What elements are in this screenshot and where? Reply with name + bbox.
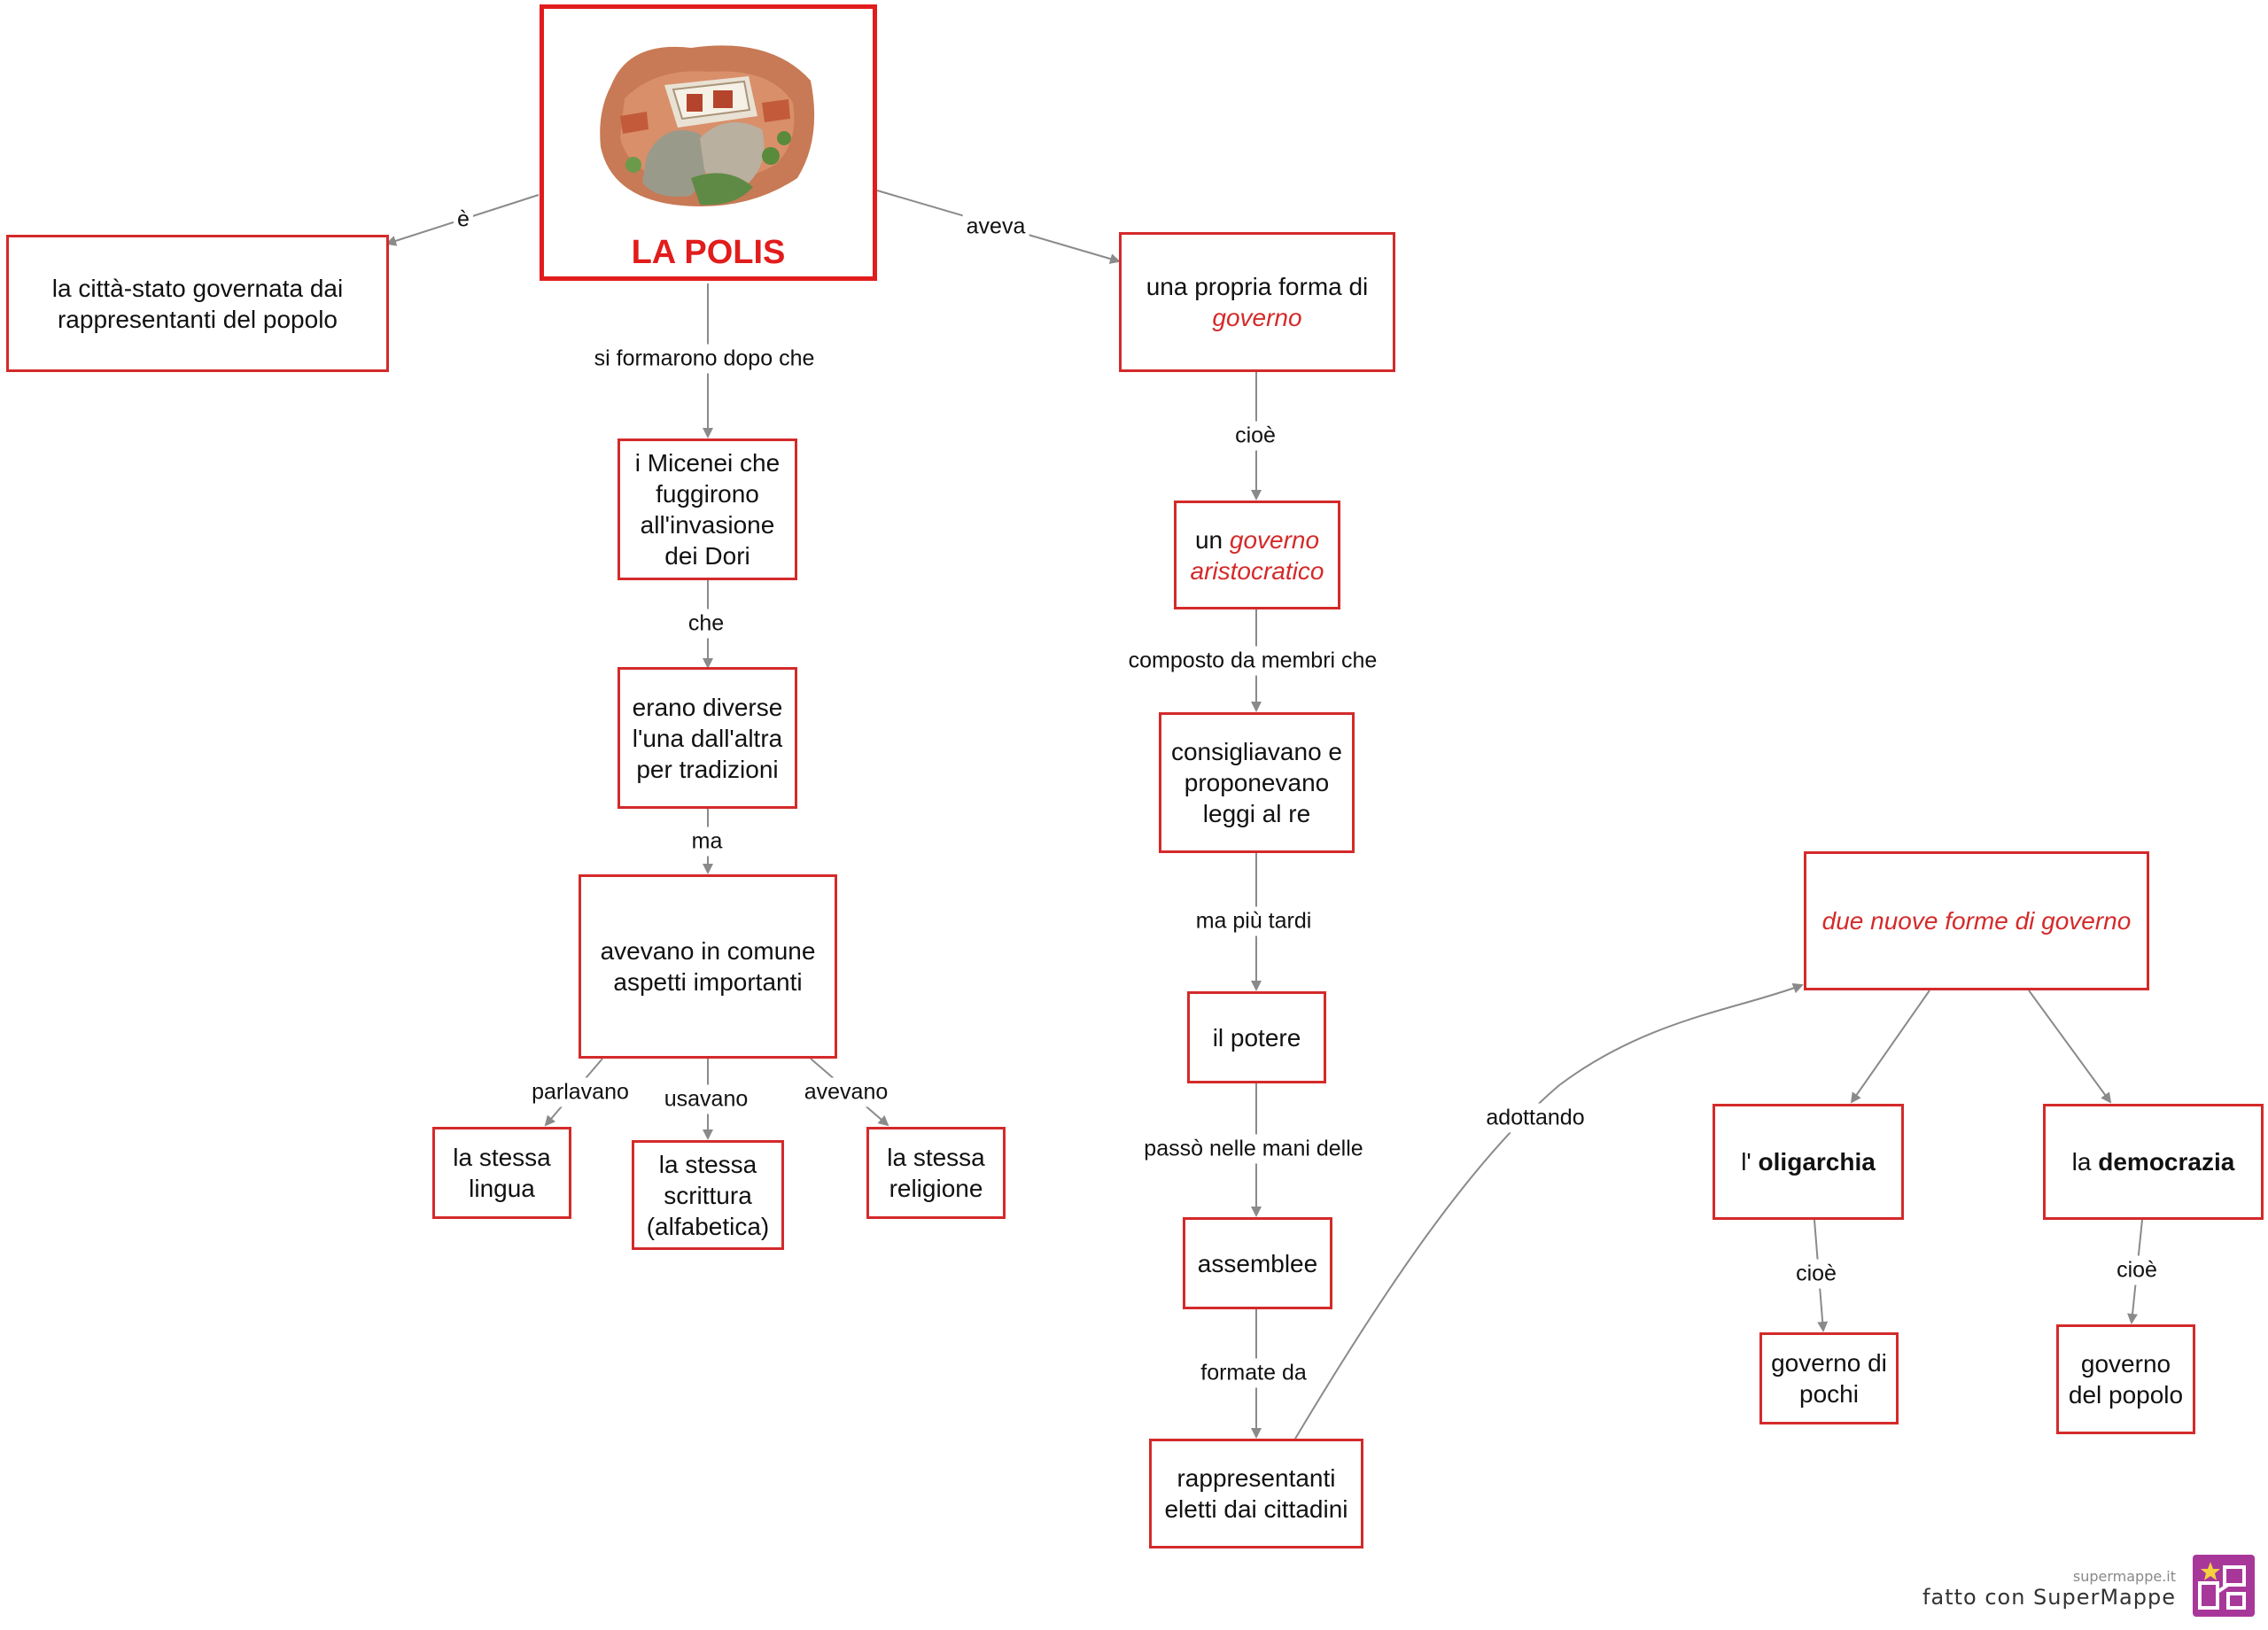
node-forma-governo[interactable]: una propria forma di governo — [1119, 232, 1395, 372]
node-pochi[interactable]: governo di pochi — [1759, 1332, 1899, 1424]
supermappe-logo-mark — [2198, 1562, 2246, 1610]
node-forma-governo-text: una propria forma di governo — [1146, 271, 1369, 333]
link-label-ma-piu-tardi: ma più tardi — [1192, 906, 1316, 936]
ancient-city-illustration — [599, 45, 814, 206]
node-oligarchia-prefix: l' — [1741, 1148, 1751, 1176]
link-label-si-formarono: si formarono dopo che — [590, 344, 819, 374]
node-oligarchia[interactable]: l' oligarchia — [1713, 1104, 1904, 1220]
node-rappresentanti[interactable]: rappresentanti eletti dai cittadini — [1149, 1439, 1363, 1548]
node-oligarchia-bold: oligarchia — [1758, 1148, 1876, 1176]
node-potere[interactable]: il potere — [1187, 991, 1326, 1083]
node-forma-governo-prefix: una propria forma di — [1146, 273, 1369, 300]
footer-made-with: fatto con SuperMappe — [1922, 1585, 2176, 1610]
link-label-parlavano: parlavano — [528, 1077, 633, 1107]
node-rappresentanti-text: rappresentanti eletti dai cittadini — [1164, 1464, 1348, 1523]
node-consigliavano-text: consigliavano e proponevano leggi al re — [1170, 738, 1343, 827]
node-potere-text: il potere — [1212, 1023, 1301, 1052]
node-lingua[interactable]: la stessa lingua — [432, 1127, 571, 1219]
node-assemblee[interactable]: assemblee — [1183, 1217, 1332, 1309]
footer-site: supermappe.it — [2072, 1568, 2176, 1585]
node-democrazia-prefix: la — [2071, 1148, 2092, 1176]
supermappe-logo-icon — [2193, 1555, 2255, 1617]
node-aristocratico-text: un governo aristocratico — [1185, 524, 1329, 586]
link-label-cioe-2: cioè — [1792, 1259, 1840, 1289]
node-aristocratico-em: governo aristocratico — [1190, 525, 1324, 585]
link-label-che: che — [684, 609, 728, 639]
node-aristocratico[interactable]: un governo aristocratico — [1174, 501, 1340, 609]
edge-due-forme-democrazia — [2028, 990, 2112, 1104]
link-label-cioe-1: cioè — [1231, 421, 1279, 451]
link-label-composto: composto da membri che — [1124, 646, 1381, 676]
edge-due-forme-oligarchia — [1850, 990, 1930, 1104]
node-comune-text: avevano in comune aspetti importanti — [600, 937, 816, 996]
link-label-cioe-3: cioè — [2113, 1255, 2161, 1285]
node-comune[interactable]: avevano in comune aspetti importanti — [579, 874, 837, 1059]
node-assemblee-text: assemblee — [1197, 1249, 1318, 1277]
node-diverse[interactable]: erano diverse l'una dall'altra per tradi… — [617, 667, 797, 809]
node-oligarchia-text: l' oligarchia — [1741, 1146, 1876, 1177]
node-citta-stato[interactable]: la città-stato governata dai rappresenta… — [6, 235, 389, 372]
node-democrazia[interactable]: la democrazia — [2043, 1104, 2264, 1220]
node-scrittura-text: la stessa scrittura (alfabetica) — [646, 1150, 770, 1240]
node-pochi-text: governo di pochi — [1771, 1349, 1887, 1408]
node-religione[interactable]: la stessa religione — [866, 1127, 1006, 1219]
link-label-avevano: avevano — [800, 1077, 892, 1107]
root-title: LA POLIS — [631, 234, 786, 271]
node-diverse-text: erano diverse l'una dall'altra per tradi… — [632, 693, 783, 783]
node-citta-stato-text: la città-stato governata dai rappresenta… — [51, 274, 344, 333]
link-label-ma: ma — [687, 827, 726, 857]
node-consigliavano[interactable]: consigliavano e proponevano leggi al re — [1159, 712, 1355, 853]
supermappe-credit: supermappe.it fatto con SuperMappe — [1922, 1568, 2176, 1610]
link-label-e: è — [454, 205, 473, 235]
node-due-forme-text: due nuove forme di governo — [1821, 907, 2132, 935]
node-due-forme[interactable]: due nuove forme di governo — [1804, 851, 2149, 990]
node-democrazia-text: la democrazia — [2072, 1146, 2235, 1177]
node-popolo[interactable]: governo del popolo — [2056, 1324, 2195, 1434]
link-label-passo: passò nelle mani delle — [1140, 1134, 1367, 1164]
node-forma-governo-em: governo — [1212, 304, 1302, 331]
link-label-usavano: usavano — [660, 1084, 752, 1114]
node-micenei[interactable]: i Micenei che fuggirono all'invasione de… — [617, 439, 797, 580]
node-religione-text: la stessa religione — [887, 1144, 985, 1202]
node-micenei-text: i Micenei che fuggirono all'invasione de… — [634, 449, 781, 570]
link-label-aveva: aveva — [962, 212, 1029, 242]
node-lingua-text: la stessa lingua — [453, 1144, 551, 1202]
node-aristocratico-prefix: un — [1194, 525, 1223, 554]
node-democrazia-bold: democrazia — [2098, 1148, 2235, 1176]
node-popolo-text: governo del popolo — [2068, 1350, 2184, 1409]
link-label-formate: formate da — [1197, 1358, 1310, 1388]
node-scrittura[interactable]: la stessa scrittura (alfabetica) — [632, 1140, 784, 1250]
root-node-la-polis[interactable]: LA POLIS — [540, 4, 877, 281]
link-label-adottando: adottando — [1482, 1103, 1588, 1133]
edge-rappresentanti-due-forme — [1294, 982, 1804, 1440]
